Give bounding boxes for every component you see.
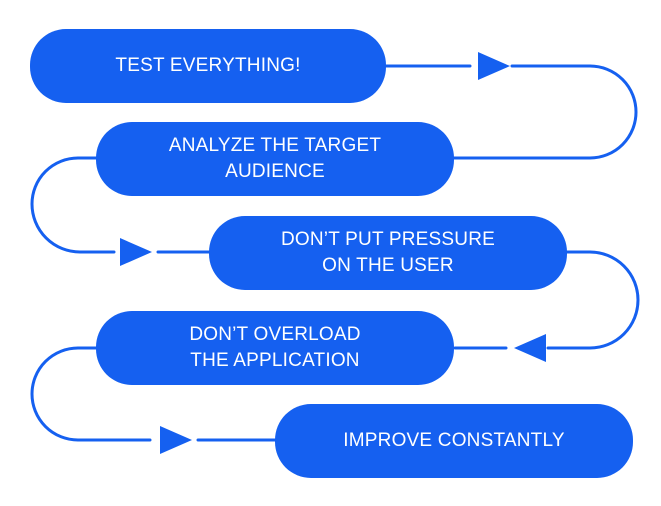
step-4-line-1: DON’T OVERLOAD	[189, 324, 361, 345]
connector-3-4-loop	[546, 250, 640, 350]
step-3-line-2: ON THE USER	[322, 255, 454, 276]
step-3-pill: DON’T PUT PRESSURE ON THE USER	[209, 216, 567, 290]
arrow-right-icon	[160, 426, 192, 454]
arrow-right-icon	[120, 238, 152, 266]
connector-1-2-loop	[450, 64, 638, 160]
connector-4-5-loop	[30, 346, 152, 442]
step-4-pill: DON’T OVERLOAD THE APPLICATION	[96, 311, 454, 385]
step-4-line-2: THE APPLICATION	[190, 350, 360, 371]
step-5-line-1: IMPROVE CONSTANTLY	[343, 430, 565, 451]
step-2-line-2: AUDIENCE	[225, 161, 325, 182]
arrow-right-icon	[478, 52, 510, 80]
connector-2-3-loop	[30, 156, 116, 254]
step-3-line-1: DON’T PUT PRESSURE	[280, 229, 496, 250]
step-1-pill: TEST EVERYTHING!	[30, 29, 386, 103]
step-2-pill: ANALYZE THE TARGET AUDIENCE	[96, 122, 454, 196]
step-1-line-1: TEST EVERYTHING!	[115, 55, 301, 76]
arrow-left-icon	[514, 334, 546, 362]
step-5-pill: IMPROVE CONSTANTLY	[275, 404, 633, 478]
step-2-line-1: ANALYZE THE TARGET	[168, 135, 382, 156]
